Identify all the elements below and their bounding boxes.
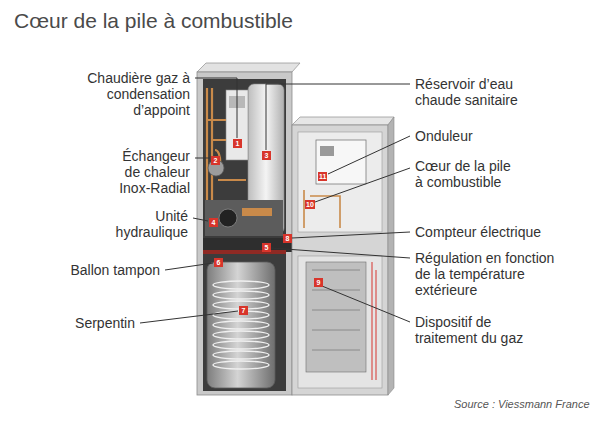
callout-number: 9 — [314, 278, 323, 287]
callout-number: 3 — [262, 151, 271, 160]
part-label: Cœur de la pile à combustible — [415, 158, 519, 190]
callout-number: 10 — [305, 200, 315, 209]
buffer-tank — [207, 262, 275, 388]
part-label: Serpentin — [55, 315, 135, 331]
cabinet-left — [197, 72, 292, 395]
inverter-box — [316, 140, 366, 184]
callout-number: 1 — [233, 139, 242, 148]
part-label: Ballon tampon — [50, 262, 160, 278]
callout-number: 4 — [209, 218, 218, 227]
part-label: Dispositif de traitement du gaz — [415, 314, 531, 346]
cabinet-top — [197, 63, 300, 72]
source-caption: Source : Viessmann France — [454, 398, 590, 411]
part-label: Onduleur — [415, 128, 515, 144]
part-label: Échangeur de chaleur Inox-Radial — [112, 148, 190, 196]
part-label: Chaudière gaz à condensation d’appoint — [84, 70, 190, 118]
callout-number: 11 — [318, 172, 327, 181]
pump-symbol — [219, 209, 237, 227]
pipe-manifold — [242, 208, 272, 216]
callout-number: 8 — [283, 234, 292, 243]
divider-trim — [203, 250, 286, 254]
coil — [213, 281, 269, 369]
part-label: Régulation en fonction de la température… — [415, 250, 563, 298]
cabinet-top-right — [292, 117, 394, 125]
callout-number: 5 — [262, 243, 271, 252]
title: Cœur de la pile à combustible — [14, 8, 293, 34]
part-label: Unité hydraulique — [106, 208, 188, 240]
part-label: Réservoir d’eau chaude sanitaire — [415, 76, 531, 108]
lower-compartment — [298, 256, 382, 388]
part-label: Compteur électrique — [415, 224, 590, 240]
cabinet-interior — [203, 79, 286, 391]
callout-number: 6 — [214, 258, 223, 267]
callout-number: 2 — [211, 156, 220, 165]
processor-fins — [312, 270, 360, 350]
cabinet-right — [292, 125, 388, 395]
inverter-detail — [320, 146, 334, 156]
hydraulic-block — [205, 200, 283, 236]
stack-pipes — [304, 190, 340, 228]
red-wires — [372, 262, 376, 380]
callout-number: 7 — [239, 306, 248, 315]
gas-processor — [306, 262, 366, 372]
copper-pipes — [207, 88, 246, 200]
